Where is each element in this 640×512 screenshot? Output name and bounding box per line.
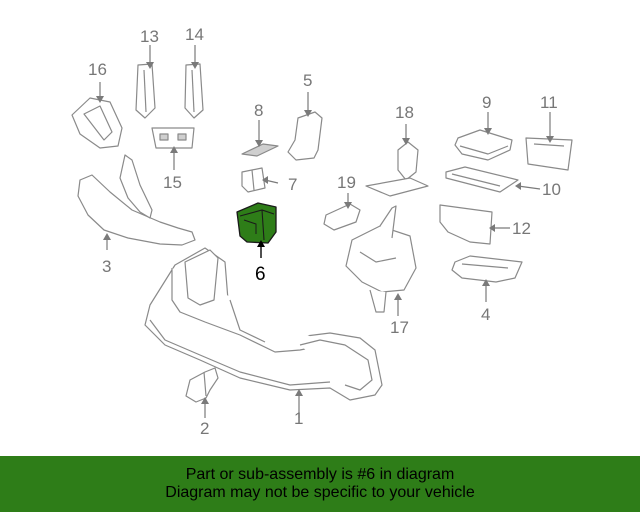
part-19-bracket — [323, 203, 361, 231]
label-6: 6 — [255, 264, 266, 285]
part-14-trim — [184, 63, 204, 119]
part-12-panel — [439, 204, 493, 245]
part-11-panel — [525, 137, 573, 171]
part-8-pad — [241, 143, 279, 157]
label-4: 4 — [481, 305, 490, 324]
part-16-bezel — [71, 97, 123, 149]
label-13: 13 — [140, 27, 159, 46]
label-5: 5 — [303, 71, 312, 90]
part-9-armrest — [454, 129, 513, 161]
label-9: 9 — [482, 93, 491, 112]
label-7: 7 — [288, 175, 297, 194]
label-14: 14 — [185, 25, 204, 44]
part-4-tray — [451, 255, 523, 283]
part-5-bracket — [287, 111, 323, 161]
label-8: 8 — [254, 101, 263, 120]
part-6-highlighted — [236, 202, 277, 244]
label-19: 19 — [337, 173, 356, 192]
part-7-clip — [241, 167, 266, 193]
part-10-tray — [445, 166, 519, 193]
label-16: 16 — [88, 60, 107, 79]
part-15-switch-panel — [151, 127, 195, 149]
banner-line-2: Diagram may not be specific to your vehi… — [165, 484, 475, 501]
part-1-console — [144, 247, 383, 401]
label-17: 17 — [390, 318, 409, 337]
part-2-bracket — [185, 367, 219, 403]
label-3: 3 — [102, 257, 111, 276]
part-18-shift-knob — [365, 141, 429, 197]
parts-diagram: 13 14 16 5 8 15 7 3 6 9 11 18 19 10 12 4… — [71, 25, 573, 438]
label-1: 1 — [294, 409, 303, 428]
leader-arrows — [96, 62, 554, 404]
label-11: 11 — [540, 93, 558, 112]
part-13-trim — [135, 63, 156, 119]
banner-line-1: Part or sub-assembly is #6 in diagram — [185, 466, 455, 483]
label-12: 12 — [512, 219, 531, 238]
info-banner: Part or sub-assembly is #6 in diagram Di… — [0, 456, 640, 512]
label-18: 18 — [395, 103, 414, 122]
label-15: 15 — [163, 173, 182, 192]
part-3-side-trim — [77, 154, 196, 246]
label-10: 10 — [542, 180, 561, 199]
part-labels: 13 14 16 5 8 15 7 3 6 9 11 18 19 10 12 4… — [88, 25, 561, 438]
label-2: 2 — [200, 419, 209, 438]
part-17-shifter — [345, 205, 417, 313]
